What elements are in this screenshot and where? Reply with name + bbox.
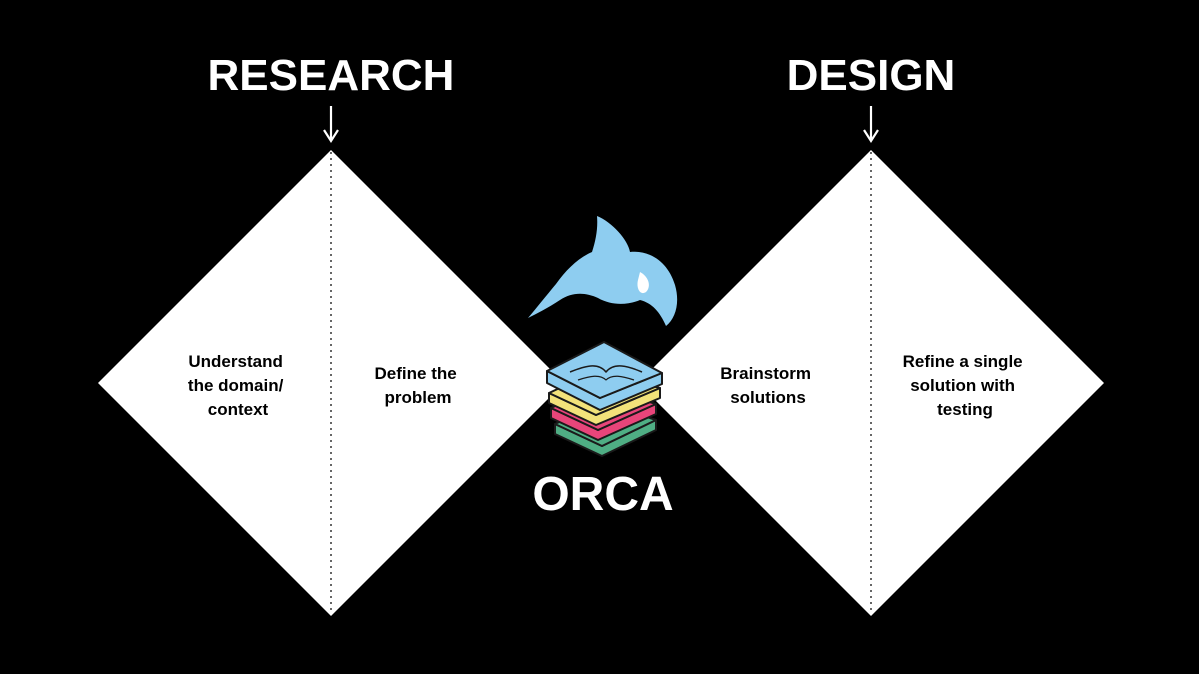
research-arrow-icon bbox=[323, 106, 339, 144]
orca-whale-icon bbox=[528, 216, 678, 326]
design-diamond bbox=[638, 150, 1104, 616]
phase-brainstorm-text: Brainstorm solutions bbox=[720, 364, 815, 407]
design-heading: DESIGN bbox=[787, 51, 956, 100]
phase-understand-text: Understand the domain/ context bbox=[188, 352, 288, 419]
phase-define-text: Define the problem bbox=[375, 364, 462, 407]
research-heading: RESEARCH bbox=[208, 51, 455, 100]
design-arrow-icon bbox=[863, 106, 879, 144]
layer-stack-icon bbox=[546, 341, 663, 457]
phase-refine-text: Refine a single solution with testing bbox=[903, 352, 1028, 419]
logo-text: ORCA bbox=[532, 468, 673, 521]
research-diamond bbox=[98, 150, 564, 616]
